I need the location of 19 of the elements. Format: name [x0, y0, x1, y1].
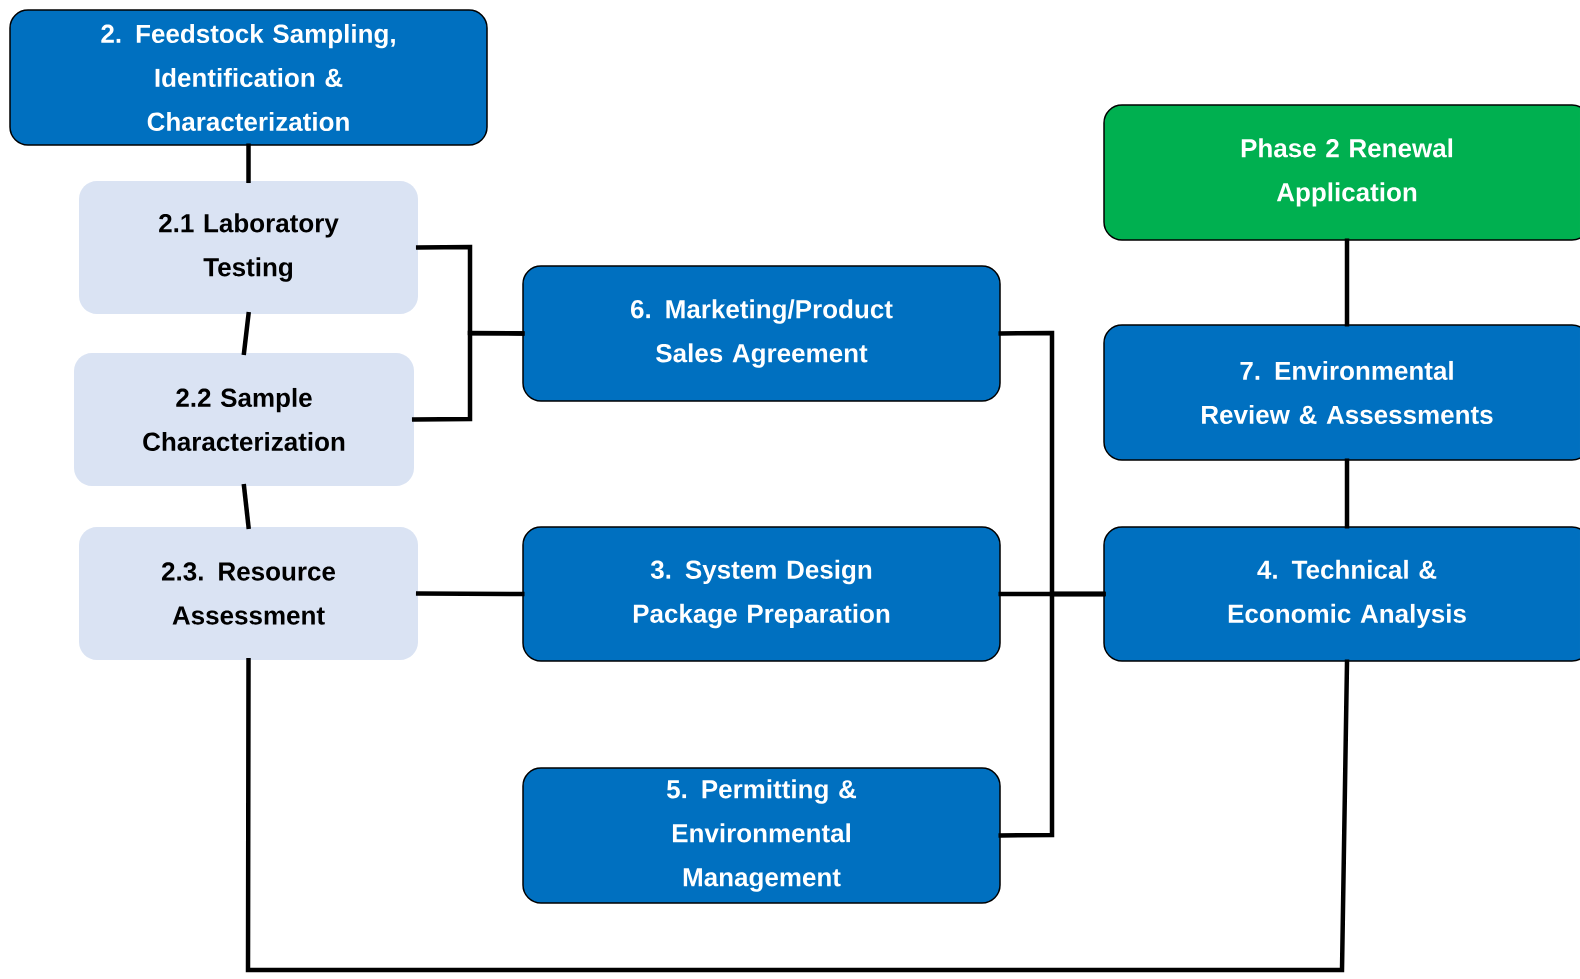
connector-line	[1344, 238, 1350, 327]
task-box: 2. Feedstock Sampling, Identification & Characterization	[9, 9, 488, 146]
connector-line	[415, 591, 525, 597]
sub-task-box: 2.3. Resource Assessment	[79, 527, 418, 660]
task-box: 4. Technical & Economic Analysis	[1103, 526, 1580, 662]
connector-line	[1344, 458, 1350, 529]
sub-task-box: 2.2 Sample Characterization	[74, 353, 414, 486]
sub-task-box: 2.1 Laboratory Testing	[79, 181, 418, 314]
connector-line	[246, 143, 251, 184]
task-box: 3. System Design Package Preparation	[522, 526, 1001, 662]
connector-line	[241, 311, 251, 356]
task-box: 7. Environmental Review & Assessments	[1103, 324, 1580, 461]
connector-line	[411, 330, 525, 422]
phase-box: Phase 2 Renewal Application	[1103, 104, 1580, 241]
task-box: 6. Marketing/Product Sales Agreement	[522, 265, 1001, 402]
connector-line	[245, 657, 1350, 973]
connector-line	[241, 483, 251, 530]
task-box: 5. Permitting & Environmental Management	[522, 767, 1001, 904]
connector-line	[998, 591, 1106, 838]
